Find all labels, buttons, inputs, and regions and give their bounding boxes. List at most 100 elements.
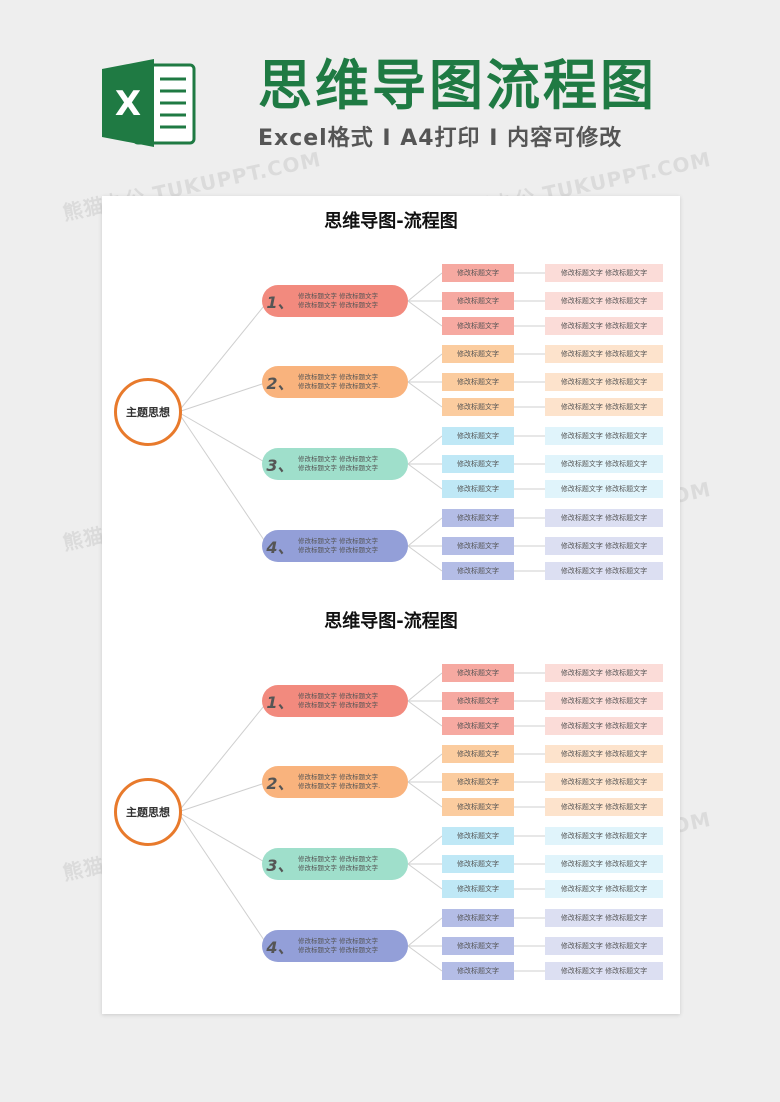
branch-text-line: 修改标题文字 修改标题文字 — [298, 292, 379, 300]
detail-box: 修改标题文字 修改标题文字 — [545, 962, 663, 980]
branch-text-line: 修改标题文字 修改标题文字 — [298, 464, 379, 472]
connector-line — [177, 411, 269, 465]
branch-text: 修改标题文字 修改标题文字修改标题文字 修改标题文字 — [298, 292, 378, 310]
sub-topic-box: 修改标题文字 — [442, 427, 514, 445]
sub-topic-box: 修改标题文字 — [442, 798, 514, 816]
connector-line — [407, 917, 443, 947]
page-title: 思维导图流程图 — [258, 54, 657, 117]
branch-text-line: 修改标题文字 修改标题文字 — [298, 373, 379, 381]
branch-text: 修改标题文字 修改标题文字修改标题文字 修改标题文字 — [298, 937, 378, 955]
sub-topic-box: 修改标题文字 — [442, 480, 514, 498]
connector-lines — [177, 272, 545, 572]
connector-line — [177, 811, 269, 865]
connector-line — [407, 835, 443, 865]
excel-logo-icon: X — [102, 59, 196, 147]
branch-number: 3、 — [266, 456, 294, 475]
branch-text-line: 修改标题文字 修改标题文字 — [298, 701, 379, 709]
connector-line — [407, 381, 443, 408]
sub-topic-box: 修改标题文字 — [442, 962, 514, 980]
branch-text: 修改标题文字 修改标题文字修改标题文字 修改标题文字. — [298, 373, 380, 391]
branch-text-line: 修改标题文字 修改标题文字 — [298, 537, 379, 545]
connector-line — [177, 300, 269, 413]
sub-topic-box: 修改标题文字 — [442, 717, 514, 735]
detail-box: 修改标题文字 修改标题文字 — [545, 909, 663, 927]
detail-box: 修改标题文字 修改标题文字 — [545, 937, 663, 955]
branch-text-line: 修改标题文字 修改标题文字 — [298, 546, 379, 554]
detail-box: 修改标题文字 修改标题文字 — [545, 317, 663, 335]
connector-line — [407, 545, 443, 572]
connector-line — [407, 863, 443, 890]
connector-line — [177, 700, 269, 813]
branch-text-line: 修改标题文字 修改标题文字 — [298, 946, 379, 954]
detail-box: 修改标题文字 修改标题文字 — [545, 373, 663, 391]
branch-number: 2、 — [266, 374, 294, 393]
connector-line — [407, 700, 443, 727]
connector-line — [407, 272, 443, 302]
sub-topic-box: 修改标题文字 — [442, 692, 514, 710]
branch-node: 3、修改标题文字 修改标题文字修改标题文字 修改标题文字 — [262, 448, 408, 480]
detail-box: 修改标题文字 修改标题文字 — [545, 664, 663, 682]
branch-node: 1、修改标题文字 修改标题文字修改标题文字 修改标题文字 — [262, 285, 408, 317]
branch-node: 2、修改标题文字 修改标题文字修改标题文字 修改标题文字. — [262, 366, 408, 398]
connector-line — [407, 945, 443, 972]
sub-topic-box: 修改标题文字 — [442, 562, 514, 580]
connector-line — [407, 517, 443, 547]
connector-line — [407, 435, 443, 465]
branch-number: 1、 — [266, 693, 294, 712]
branch-node: 2、修改标题文字 修改标题文字修改标题文字 修改标题文字. — [262, 766, 408, 798]
detail-box: 修改标题文字 修改标题文字 — [545, 455, 663, 473]
branch-text: 修改标题文字 修改标题文字修改标题文字 修改标题文字 — [298, 855, 378, 873]
branch-text-line: 修改标题文字 修改标题文字 — [298, 692, 379, 700]
branch-text: 修改标题文字 修改标题文字修改标题文字 修改标题文字 — [298, 537, 378, 555]
detail-box: 修改标题文字 修改标题文字 — [545, 745, 663, 763]
branch-number: 2、 — [266, 774, 294, 793]
connector-line — [407, 753, 443, 783]
branch-text-line: 修改标题文字 修改标题文字. — [298, 782, 381, 790]
detail-box: 修改标题文字 修改标题文字 — [545, 480, 663, 498]
branch-node: 3、修改标题文字 修改标题文字修改标题文字 修改标题文字 — [262, 848, 408, 880]
branch-text-line: 修改标题文字 修改标题文字 — [298, 937, 379, 945]
detail-box: 修改标题文字 修改标题文字 — [545, 855, 663, 873]
sub-topic-box: 修改标题文字 — [442, 373, 514, 391]
detail-box: 修改标题文字 修改标题文字 — [545, 717, 663, 735]
branch-text-line: 修改标题文字 修改标题文字 — [298, 301, 379, 309]
branch-node: 1、修改标题文字 修改标题文字修改标题文字 修改标题文字 — [262, 685, 408, 717]
branch-text-line: 修改标题文字 修改标题文字 — [298, 455, 379, 463]
detail-box: 修改标题文字 修改标题文字 — [545, 827, 663, 845]
sub-topic-box: 修改标题文字 — [442, 292, 514, 310]
connector-lines — [177, 672, 545, 972]
branch-text: 修改标题文字 修改标题文字修改标题文字 修改标题文字 — [298, 455, 378, 473]
branch-number: 3、 — [266, 856, 294, 875]
connector-line — [407, 463, 443, 490]
sub-topic-box: 修改标题文字 — [442, 345, 514, 363]
detail-box: 修改标题文字 修改标题文字 — [545, 398, 663, 416]
detail-box: 修改标题文字 修改标题文字 — [545, 345, 663, 363]
detail-box: 修改标题文字 修改标题文字 — [545, 264, 663, 282]
connector-line — [177, 781, 269, 813]
sub-topic-box: 修改标题文字 — [442, 509, 514, 527]
sub-topic-box: 修改标题文字 — [442, 909, 514, 927]
section-title: 思维导图-流程图 — [324, 211, 458, 232]
detail-box: 修改标题文字 修改标题文字 — [545, 509, 663, 527]
detail-box: 修改标题文字 修改标题文字 — [545, 427, 663, 445]
branch-text-line: 修改标题文字 修改标题文字. — [298, 382, 381, 390]
sub-topic-box: 修改标题文字 — [442, 937, 514, 955]
connector-line — [407, 353, 443, 383]
branch-number: 4、 — [266, 538, 294, 557]
detail-box: 修改标题文字 修改标题文字 — [545, 880, 663, 898]
sub-topic-box: 修改标题文字 — [442, 773, 514, 791]
connector-line — [407, 300, 443, 327]
connector-line — [407, 781, 443, 808]
branch-text-line: 修改标题文字 修改标题文字 — [298, 773, 379, 781]
branch-number: 4、 — [266, 938, 294, 957]
sub-topic-box: 修改标题文字 — [442, 880, 514, 898]
connector-line — [407, 672, 443, 702]
sub-topic-box: 修改标题文字 — [442, 537, 514, 555]
sub-topic-box: 修改标题文字 — [442, 745, 514, 763]
sub-topic-box: 修改标题文字 — [442, 264, 514, 282]
branch-node: 4、修改标题文字 修改标题文字修改标题文字 修改标题文字 — [262, 930, 408, 962]
detail-box: 修改标题文字 修改标题文字 — [545, 292, 663, 310]
detail-box: 修改标题文字 修改标题文字 — [545, 537, 663, 555]
